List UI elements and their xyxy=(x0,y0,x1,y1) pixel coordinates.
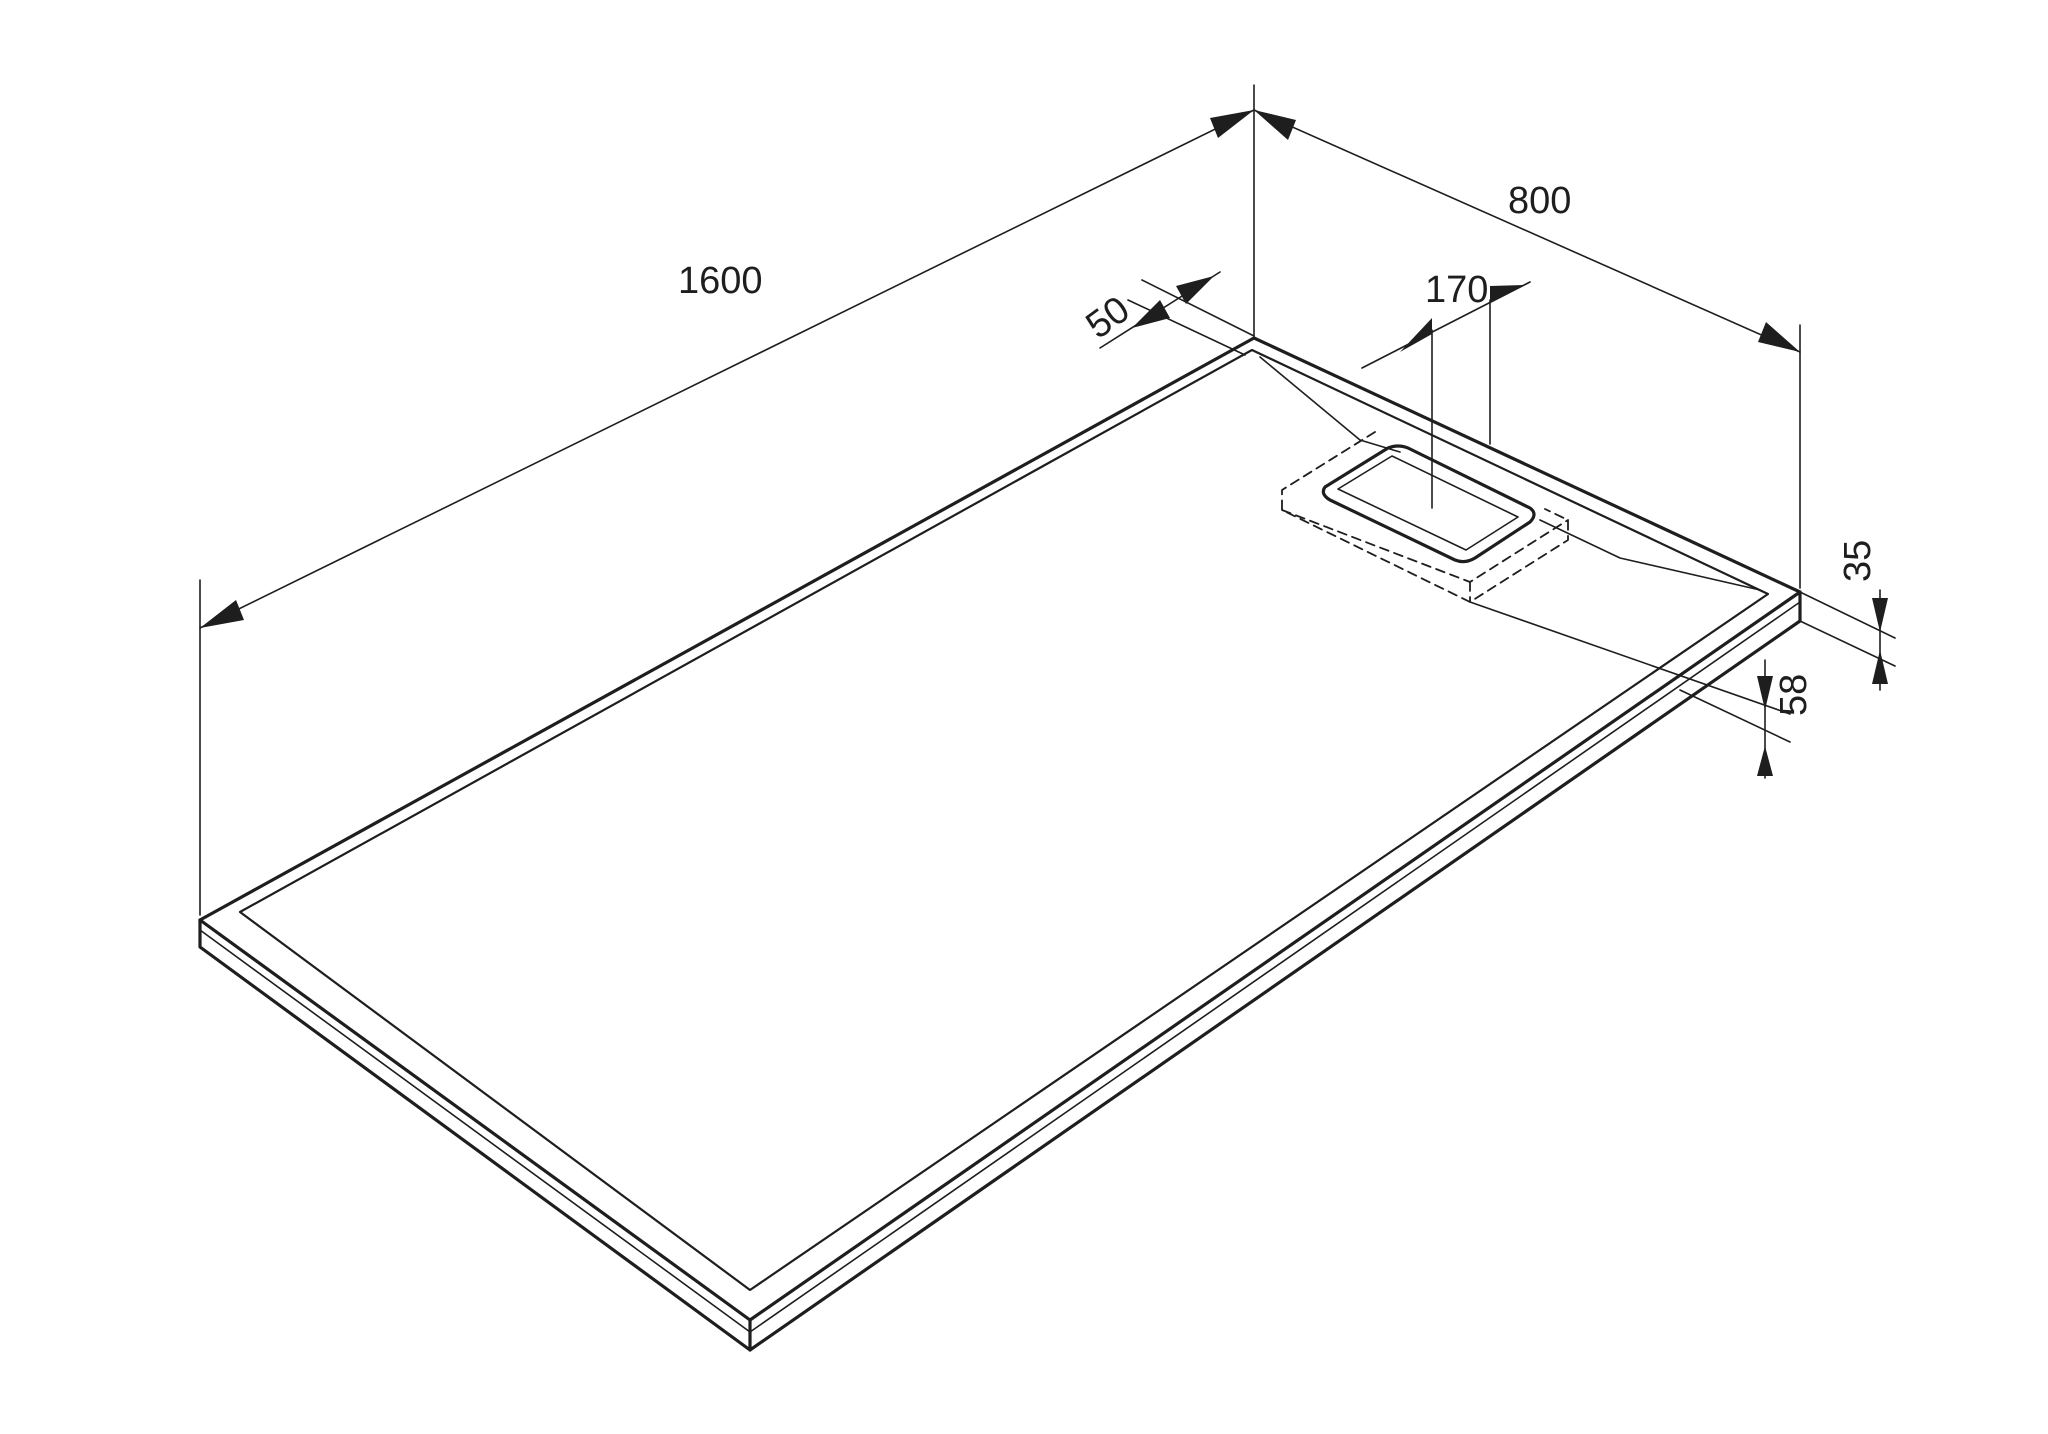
label-rim: 50 xyxy=(1079,288,1138,347)
label-length: 1600 xyxy=(678,260,763,302)
arrow-drain-right xyxy=(1490,285,1524,303)
arrow-length-left xyxy=(200,600,244,628)
drain-grate xyxy=(1321,444,1536,564)
arrow-width-right xyxy=(1758,322,1800,352)
arrow-height-top xyxy=(1872,598,1888,632)
slope-line-top xyxy=(1259,356,1401,453)
dimension-width: 800 xyxy=(1253,109,1801,589)
tray-front-side xyxy=(198,918,752,1352)
extension-line-rim-inner xyxy=(1127,299,1246,356)
arrow-depth-top xyxy=(1757,676,1773,710)
slope-line-right xyxy=(1539,519,1761,591)
dimension-height: 35 xyxy=(1799,540,1896,691)
extension-line-rim-outer xyxy=(1141,279,1255,337)
arrow-depth-bottom xyxy=(1757,746,1773,776)
tray-outline xyxy=(198,336,1802,1352)
extension-line-depth-bottom xyxy=(1679,689,1791,743)
arrow-rim-lower xyxy=(1132,300,1170,328)
extension-line-height-top xyxy=(1799,591,1896,639)
arrow-height-bottom xyxy=(1872,650,1888,684)
tray-right-side xyxy=(748,590,1802,1352)
label-height: 35 xyxy=(1837,540,1879,582)
dimension-line-length xyxy=(199,109,1255,629)
arrow-width-left xyxy=(1254,110,1296,140)
label-drain: 170 xyxy=(1425,269,1488,311)
arrow-rim-upper xyxy=(1176,276,1214,304)
tray-inner-edge xyxy=(238,348,1770,1292)
arrow-length-right xyxy=(1210,110,1254,138)
extension-line-depth-top xyxy=(1469,601,1791,715)
arrow-drain-left xyxy=(1400,318,1432,352)
label-width: 800 xyxy=(1508,180,1571,222)
dimension-rim: 50 xyxy=(1079,271,1255,356)
dimension-drain-depth: 58 xyxy=(1469,601,1815,779)
tray-top-edge xyxy=(198,336,1802,1322)
dimension-drain: 170 xyxy=(1361,269,1531,509)
tray-side-chamfer-left xyxy=(199,929,751,1333)
drain-grate-inner xyxy=(1337,455,1519,551)
dimension-length: 1600 xyxy=(199,84,1255,916)
label-drain-depth: 58 xyxy=(1773,674,1815,716)
tray-side-chamfer-right xyxy=(749,601,1801,1333)
drain xyxy=(1281,431,1569,603)
dimension-line-width xyxy=(1253,109,1801,353)
